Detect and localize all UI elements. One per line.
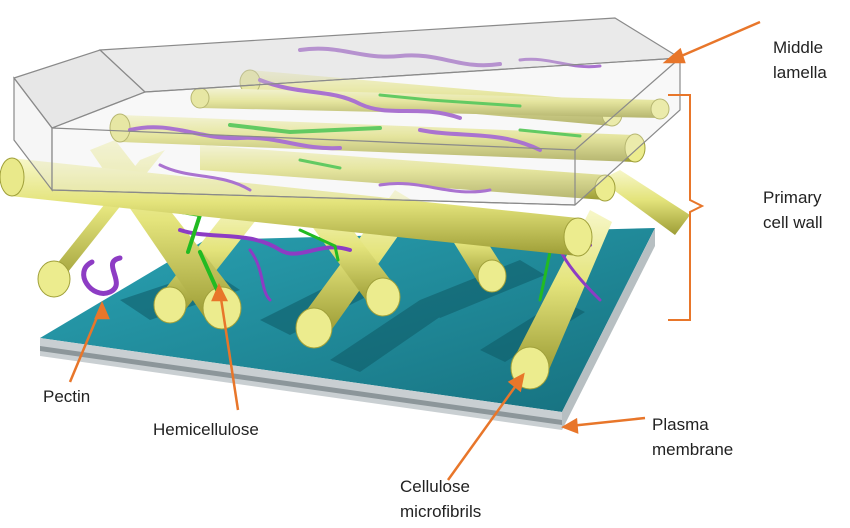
plasma-membrane-label-line1: Plasma <box>652 415 709 434</box>
primary-cell-wall-label-line2: cell wall <box>763 213 823 232</box>
pointer-lines <box>68 20 761 481</box>
hemicellulose-label: Hemicellulose <box>153 420 259 439</box>
middle-lamella-box <box>13 17 682 206</box>
middle-lamella-label: Middle lamella <box>773 35 827 85</box>
cellulose-microfibrils-label-line1: Cellulose <box>400 477 470 496</box>
primary-cell-wall-label-line1: Primary <box>763 188 822 207</box>
cellulose-rod <box>190 87 670 120</box>
upper-microfibrils <box>0 69 670 257</box>
middle-lamella-label-line2: lamella <box>773 63 827 82</box>
cellulose-microfibrils-label: Cellulose microfibrils <box>400 474 481 524</box>
primary-cell-wall-bracket <box>668 94 705 321</box>
cellulose-microfibrils-label-line2: microfibrils <box>400 502 482 521</box>
pectin-label: Pectin <box>43 387 91 406</box>
plasma-membrane-label: Plasma membrane <box>652 412 733 462</box>
primary-cell-wall-label: Primary cell wall <box>763 185 823 235</box>
cellulose-rod <box>0 157 593 257</box>
cellulose-rod <box>600 170 690 235</box>
plasma-membrane-label-line2: membrane <box>652 440 734 459</box>
middle-lamella-label-line1: Middle <box>773 38 824 57</box>
